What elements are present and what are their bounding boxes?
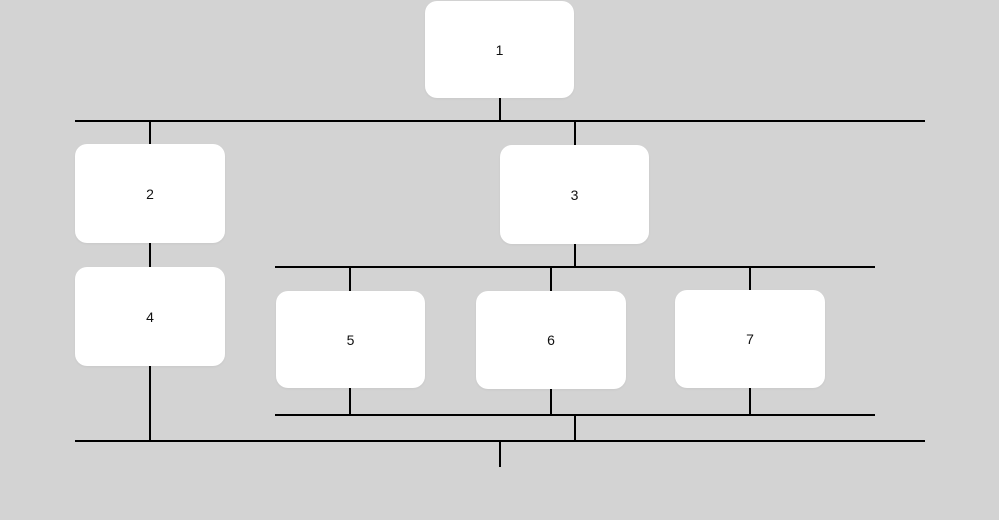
- node-5[interactable]: 5: [276, 291, 425, 388]
- connector-node6-to-lower-rail: [550, 389, 552, 416]
- node-6[interactable]: 6: [476, 291, 626, 389]
- connector-mid-rail-to-node5: [349, 268, 351, 293]
- connector-mid-rail-to-node7: [749, 268, 751, 292]
- node-4-label: 4: [146, 308, 154, 325]
- connector-top-rail-to-node2: [149, 122, 151, 146]
- node-1[interactable]: 1: [425, 1, 574, 98]
- connector-lower-rail-to-bottom-rail: [574, 416, 576, 442]
- connector-top-rail-to-node3: [574, 122, 576, 147]
- node-3-label: 3: [570, 186, 579, 203]
- node-1-label: 1: [495, 41, 504, 58]
- node-5-label: 5: [346, 331, 355, 348]
- connector-bottom-rail-stub: [499, 442, 501, 467]
- connector-node2-to-node4: [149, 243, 151, 269]
- connector-mid-rail-to-node6: [550, 268, 552, 293]
- node-3[interactable]: 3: [500, 145, 649, 244]
- node-4[interactable]: 4: [75, 267, 225, 366]
- connector-node3-to-mid-rail: [574, 244, 576, 268]
- node-2-label: 2: [146, 185, 154, 202]
- connector-node1-to-top-rail: [499, 98, 501, 122]
- connector-node4-to-bottom-rail: [149, 366, 151, 442]
- connector-node5-to-lower-rail: [349, 388, 351, 416]
- node-6-label: 6: [547, 332, 555, 348]
- node-7[interactable]: 7: [675, 290, 825, 388]
- connector-rail-lower: [275, 414, 875, 416]
- node-2[interactable]: 2: [75, 144, 225, 243]
- connector-rail-bottom: [75, 440, 925, 442]
- node-7-label: 7: [746, 331, 754, 347]
- connector-node7-to-lower-rail: [749, 388, 751, 416]
